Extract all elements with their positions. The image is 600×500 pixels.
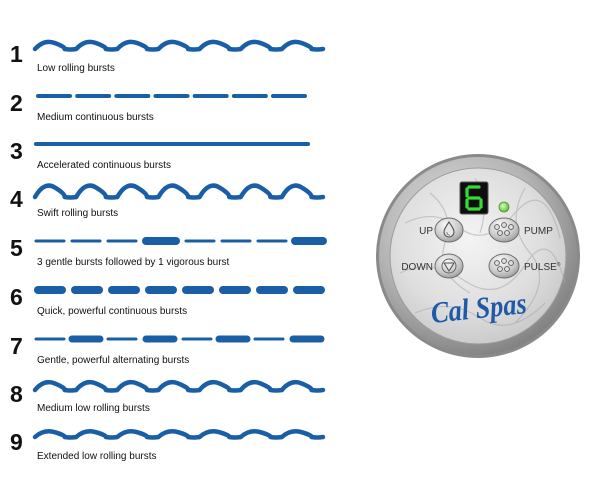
up-label: UP: [419, 226, 433, 237]
burst-wave: [238, 39, 285, 52]
burst-wave: [197, 379, 243, 393]
burst-wave: [197, 183, 243, 200]
mode-description: Extended low rolling bursts: [37, 451, 157, 462]
mode-number: 1: [10, 41, 23, 67]
pulse-label: PULSE®: [524, 261, 561, 273]
mode-number: 3: [10, 138, 23, 164]
mode-5: 5 3 gentle bursts followed by 1 vigorous…: [0, 227, 340, 277]
mode-3: 3 Accelerated continuous bursts: [0, 130, 340, 180]
burst-wave: [238, 183, 285, 200]
burst-wave: [115, 429, 161, 440]
mode-7: 7 Gentle, powerful alternating bursts: [0, 325, 340, 375]
pump-label: PUMP: [524, 226, 553, 237]
status-indicator-light: [498, 201, 510, 213]
pulse-label-text: PULSE: [524, 262, 557, 273]
mode-description: 3 gentle bursts followed by 1 vigorous b…: [37, 257, 230, 268]
mode-description: Accelerated continuous bursts: [37, 160, 171, 171]
mode-description: Gentle, powerful alternating bursts: [37, 355, 190, 366]
burst-wave: [73, 39, 120, 52]
dash-medium-pattern: [36, 94, 307, 98]
burst-wave: [238, 429, 285, 440]
wave-extended-pattern: [32, 429, 326, 440]
down-label: DOWN: [401, 262, 433, 273]
trademark-mark: ®: [557, 261, 561, 268]
up-button[interactable]: [434, 217, 464, 243]
mode-description: Medium continuous bursts: [37, 112, 154, 123]
burst-wave: [115, 379, 161, 393]
burst-wave: [32, 39, 79, 52]
display-digit: [465, 185, 483, 211]
spa-control-panel: UP PUMP DOWN PULSE® Cal Spas: [376, 154, 580, 358]
wave-high-pattern: [32, 183, 326, 200]
droplet-icon: [443, 221, 455, 238]
burst-wave: [238, 379, 285, 393]
mode-6: 6 Quick, powerful continuous bursts: [0, 276, 340, 326]
mode-number: 7: [10, 333, 23, 359]
burst-wave: [115, 183, 161, 200]
burst-wave: [197, 429, 243, 440]
wave-low-pattern: [32, 39, 326, 52]
burst-wave: [32, 379, 79, 393]
mode-number: 6: [10, 284, 23, 310]
mode-description: Swift rolling bursts: [37, 208, 119, 219]
burst-wave: [32, 429, 79, 440]
mode-2: 2 Medium continuous bursts: [0, 82, 340, 132]
mode-8: 8 Medium low rolling bursts: [0, 373, 340, 423]
pump-button[interactable]: [488, 217, 520, 243]
burst-wave: [197, 39, 243, 52]
mode-number: 5: [10, 235, 23, 261]
down-button[interactable]: [434, 253, 464, 279]
burst-wave: [32, 183, 79, 200]
pill-row-pattern: [34, 286, 325, 294]
mode-number: 4: [10, 186, 23, 212]
mode-number: 8: [10, 381, 23, 407]
burst-wave: [73, 429, 120, 440]
burst-wave: [156, 429, 202, 440]
burst-wave: [115, 39, 161, 52]
down-arrow-icon: [441, 258, 457, 274]
burst-wave: [73, 379, 120, 393]
burst-wave: [156, 379, 202, 393]
wave-medium-pattern: [32, 379, 326, 393]
burst-wave: [73, 183, 120, 200]
burst-wave: [279, 183, 326, 200]
mode-4: 4 Swift rolling bursts: [0, 178, 340, 228]
dash-3-1-pattern: [34, 237, 327, 245]
burst-wave: [279, 429, 326, 440]
burst-wave: [279, 39, 326, 52]
mode-1: 1 Low rolling bursts: [0, 33, 340, 83]
mode-number: 2: [10, 90, 23, 116]
dash-alternating-pattern: [34, 335, 325, 343]
jets-icon: [494, 222, 514, 236]
burst-wave: [279, 379, 326, 393]
dash-long-pattern: [34, 142, 310, 146]
mode-description: Quick, powerful continuous bursts: [37, 306, 188, 317]
mode-description: Medium low rolling bursts: [37, 403, 150, 414]
burst-wave: [156, 183, 202, 200]
mode-number: 9: [10, 429, 23, 455]
pulse-button[interactable]: [488, 253, 520, 279]
mode-9: 9 Extended low rolling bursts: [0, 421, 340, 471]
massage-mode-list: 1 Low rolling bursts 2 Medium continuous…: [0, 33, 340, 471]
burst-wave: [156, 39, 202, 52]
jets-icon: [494, 258, 514, 272]
mode-description: Low rolling bursts: [37, 63, 115, 74]
